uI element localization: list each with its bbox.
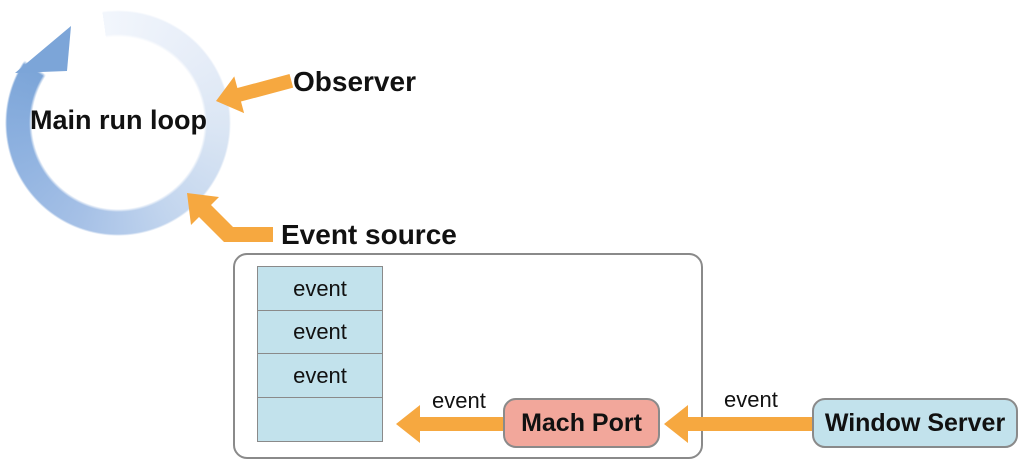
event-label-mach-to-queue: event [432, 388, 486, 413]
queue-row-1: event [257, 266, 383, 311]
queue-row-empty [257, 396, 383, 442]
queue-row-3: event [257, 353, 383, 398]
observer-label: Observer [293, 66, 416, 97]
event-queue: event event event [257, 266, 383, 442]
mach-to-queue-arrow-icon [396, 405, 503, 443]
event-label-server-to-mach: event [724, 387, 778, 412]
main-run-loop-label: Main run loop [30, 105, 207, 135]
event-source-label: Event source [281, 219, 457, 250]
mach-port-node: Mach Port [503, 398, 660, 448]
window-server-node: Window Server [812, 398, 1018, 448]
queue-row-2: event [257, 309, 383, 355]
run-loop-arrowhead-icon [15, 26, 71, 73]
observer-arrow-icon [216, 74, 294, 114]
event-source-arrow-icon [187, 193, 273, 242]
server-to-mach-arrow-icon [664, 405, 812, 443]
